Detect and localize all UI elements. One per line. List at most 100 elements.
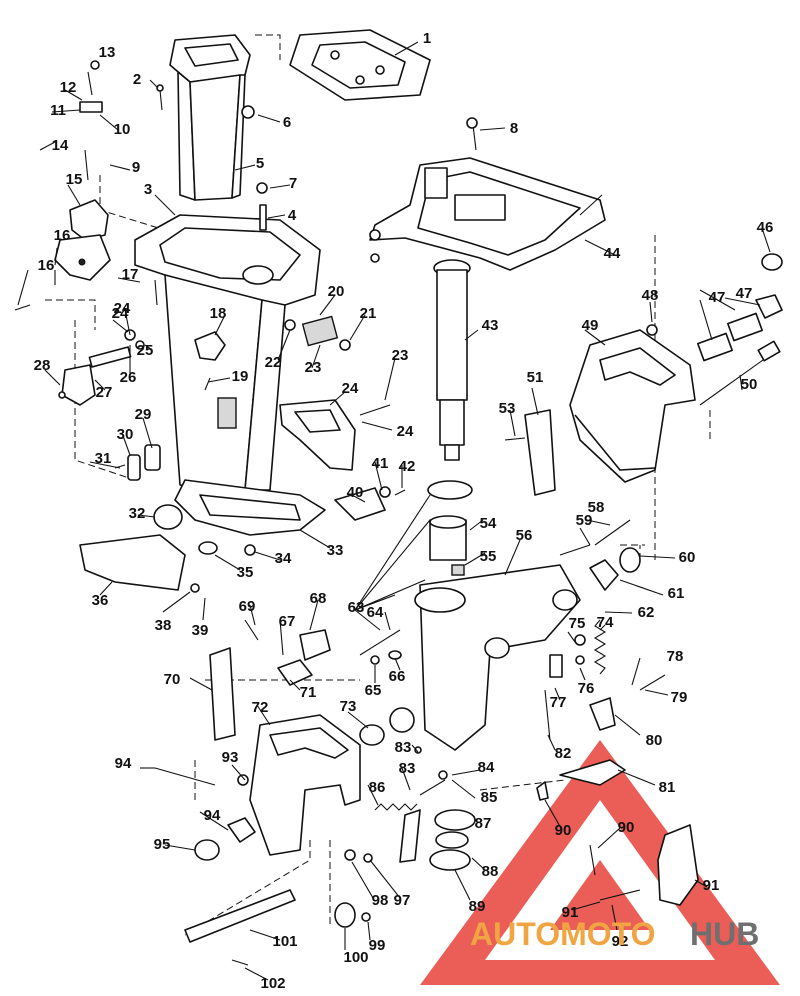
callout-label: 53 <box>499 400 516 417</box>
part-upper-mount-frame <box>369 157 606 271</box>
part-82-bar <box>184 889 296 943</box>
callout-label: 11 <box>50 102 66 119</box>
callout-label: 34 <box>275 550 292 567</box>
callout-label: 91 <box>703 877 720 894</box>
callout-leader-lines <box>17 41 771 981</box>
part-76-74-8 <box>559 697 699 906</box>
callout-label: 14 <box>52 137 69 154</box>
callout-label: 86 <box>369 779 386 796</box>
watermark-logo <box>420 740 780 985</box>
callout-label: 75 <box>569 615 586 632</box>
callout-label: 79 <box>671 689 688 706</box>
callout-label: 83 <box>395 739 412 756</box>
callout-label: 24 <box>342 380 359 397</box>
callout-label: 69 <box>239 598 256 615</box>
part-94-11-lower <box>194 817 256 861</box>
callout-label: 97 <box>394 892 411 909</box>
callout-label: 29 <box>135 406 152 423</box>
callout-label: 24 <box>397 423 414 440</box>
callout-label: 49 <box>582 317 599 334</box>
callout-label: 91 <box>562 904 579 921</box>
callout-label: 82 <box>555 745 572 762</box>
part-67-83 <box>589 547 641 591</box>
callout-label: 17 <box>122 266 139 283</box>
part-exhaust-housing <box>169 34 251 201</box>
callout-label: 98 <box>372 892 389 909</box>
callout-label: 15 <box>66 171 83 188</box>
callout-label: 31 <box>95 450 112 467</box>
callout-label: 85 <box>481 789 498 806</box>
part-6 <box>194 331 226 361</box>
callout-label: 25 <box>137 342 154 359</box>
part-gasket-plate <box>289 29 431 101</box>
callout-label: 24 <box>112 305 129 322</box>
watermark-text: AUTOMOTO HUB <box>470 916 759 952</box>
callout-label: 46 <box>757 219 774 236</box>
part-left-clamp-bracket <box>249 714 361 856</box>
callout-label: 41 <box>372 455 389 472</box>
callout-label: 89 <box>469 898 486 915</box>
callout-label: 48 <box>642 287 659 304</box>
part-95 <box>524 409 556 496</box>
part-tilt-pin <box>699 340 781 406</box>
callout-label: 47 <box>709 289 726 306</box>
callout-label: 27 <box>96 384 113 401</box>
callout-label: 23 <box>305 359 322 376</box>
callout-label: 56 <box>516 527 533 544</box>
part-13 <box>79 534 186 591</box>
callout-label: 7 <box>289 175 297 192</box>
callout-label: 101 <box>272 933 297 950</box>
callout-label: 76 <box>578 680 595 697</box>
part-steering-shaft <box>433 259 471 461</box>
callout-label: 63 <box>348 599 365 616</box>
callout-label: 68 <box>310 590 327 607</box>
callout-label: 71 <box>300 684 317 701</box>
callout-label: 35 <box>237 564 254 581</box>
callout-label: 3 <box>144 181 152 198</box>
callout-label: 73 <box>340 698 357 715</box>
callout-label: 90 <box>555 822 572 839</box>
callout-label: 6 <box>283 114 291 131</box>
callout-label: 74 <box>597 614 614 631</box>
part-71 <box>277 659 313 686</box>
callout-label: 102 <box>260 975 285 992</box>
part-10 <box>153 504 183 530</box>
callout-label: 10 <box>114 121 131 138</box>
callout-label: 90 <box>618 819 635 836</box>
callout-label: 62 <box>638 604 655 621</box>
watermark-triangle-icon <box>420 740 780 985</box>
callout-label: 1 <box>423 30 431 47</box>
callout-label: 87 <box>475 815 492 832</box>
callout-label: 9 <box>132 159 140 176</box>
callout-label: 33 <box>327 542 344 559</box>
callout-label: 43 <box>482 317 499 334</box>
part-102-103 <box>127 444 161 481</box>
part-17 <box>334 487 386 521</box>
part-swivel-bracket <box>414 564 581 751</box>
callout-label: 47 <box>736 285 753 302</box>
callout-label: 93 <box>222 749 239 766</box>
callout-label: 38 <box>155 617 172 634</box>
callout-label: 59 <box>576 512 593 529</box>
part-tilt-lever <box>61 346 132 406</box>
callout-label: 8 <box>510 120 518 137</box>
part-midsection <box>134 214 326 536</box>
part-21 <box>279 399 356 471</box>
callout-label: 92 <box>612 933 629 950</box>
callout-label: 23 <box>392 347 409 364</box>
callout-label: 54 <box>480 515 497 532</box>
callout-label: 40 <box>347 484 364 501</box>
callout-label: 99 <box>369 937 386 954</box>
callout-label: 4 <box>288 207 297 224</box>
callout-label: 22 <box>265 354 282 371</box>
part-rings <box>429 809 476 871</box>
callout-label: 66 <box>389 668 406 685</box>
callout-label: 24 <box>114 300 131 317</box>
callout-label: 39 <box>192 622 209 639</box>
callout-label: 28 <box>34 357 51 374</box>
callout-label: 20 <box>328 283 345 300</box>
callout-label: 19 <box>232 368 249 385</box>
callout-label: 32 <box>129 505 146 522</box>
